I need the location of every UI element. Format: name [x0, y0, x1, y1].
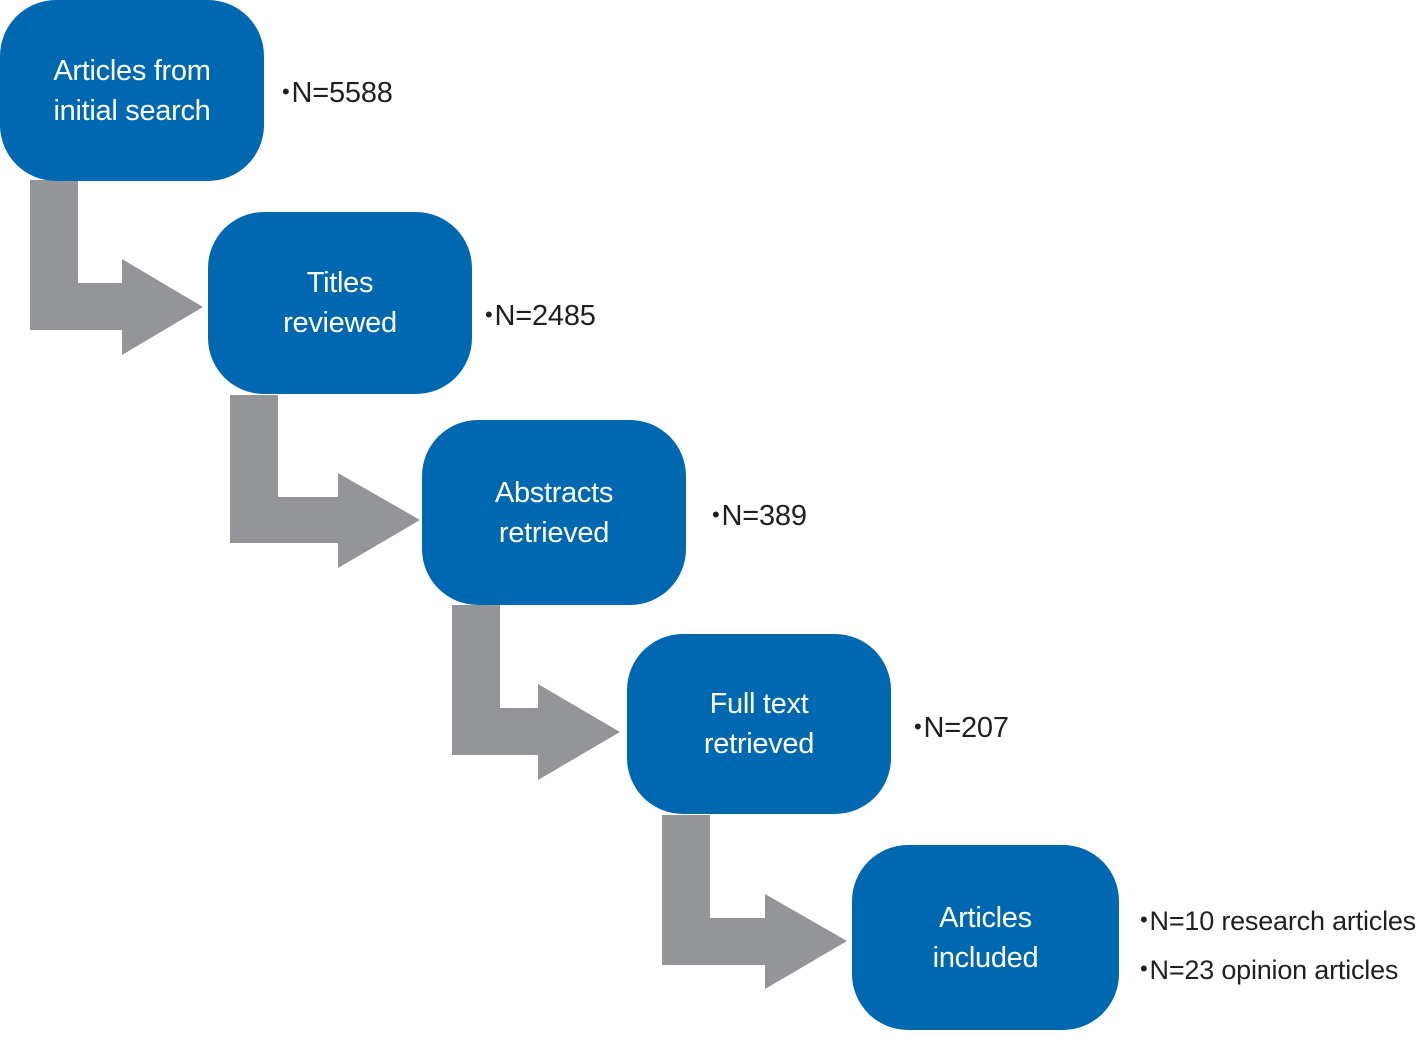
count-text: N=10 research articles — [1149, 906, 1416, 936]
bullet-glyph: • — [1140, 956, 1148, 981]
count-text: N=2485 — [494, 300, 596, 332]
step-box-articles-included: Articles included — [852, 845, 1119, 1030]
step-label-line: initial search — [53, 94, 211, 127]
bullet-glyph: • — [1140, 907, 1148, 932]
step-count-titles-reviewed: •N=2485 — [485, 299, 596, 335]
connector-arrow-1 — [30, 180, 203, 355]
step-count-initial-search: •N=5588 — [282, 76, 393, 112]
connector-arrow-3 — [452, 605, 620, 780]
bullet-glyph: • — [485, 302, 493, 327]
step-box-initial-search: Articles from initial search — [0, 0, 264, 181]
count-text: N=389 — [721, 500, 807, 532]
step-label-line: Abstracts — [494, 476, 614, 509]
step-label-line: Full text — [709, 688, 809, 720]
bullet-glyph: • — [282, 79, 290, 104]
count-text: N=207 — [923, 712, 1009, 744]
step-label-line: Articles from — [53, 54, 211, 87]
step-box-abstracts-retrieved: Abstracts retrieved — [422, 420, 686, 605]
connector-arrow-2 — [230, 395, 420, 568]
step-count-full-text-retrieved: •N=207 — [914, 711, 1009, 747]
step-count-abstracts-retrieved: •N=389 — [712, 499, 807, 535]
step-label-line: retrieved — [498, 516, 610, 549]
step-count-research-articles: •N=10 research articles — [1140, 904, 1416, 940]
step-label-line: Articles — [939, 901, 1032, 934]
step-label-line: retrieved — [703, 728, 815, 760]
count-text: N=23 opinion articles — [1149, 955, 1399, 985]
step-box-full-text-retrieved: Full text retrieved — [627, 634, 891, 814]
bullet-glyph: • — [914, 714, 922, 739]
step-count-opinion-articles: •N=23 opinion articles — [1140, 953, 1398, 989]
step-label-line: Titles — [306, 267, 374, 299]
connector-arrow-4 — [662, 815, 847, 989]
count-text: N=5588 — [291, 77, 393, 109]
step-label-line: reviewed — [283, 307, 397, 339]
step-box-titles-reviewed: Titles reviewed — [208, 212, 472, 394]
step-label-line: included — [932, 941, 1039, 974]
bullet-glyph: • — [712, 502, 720, 527]
